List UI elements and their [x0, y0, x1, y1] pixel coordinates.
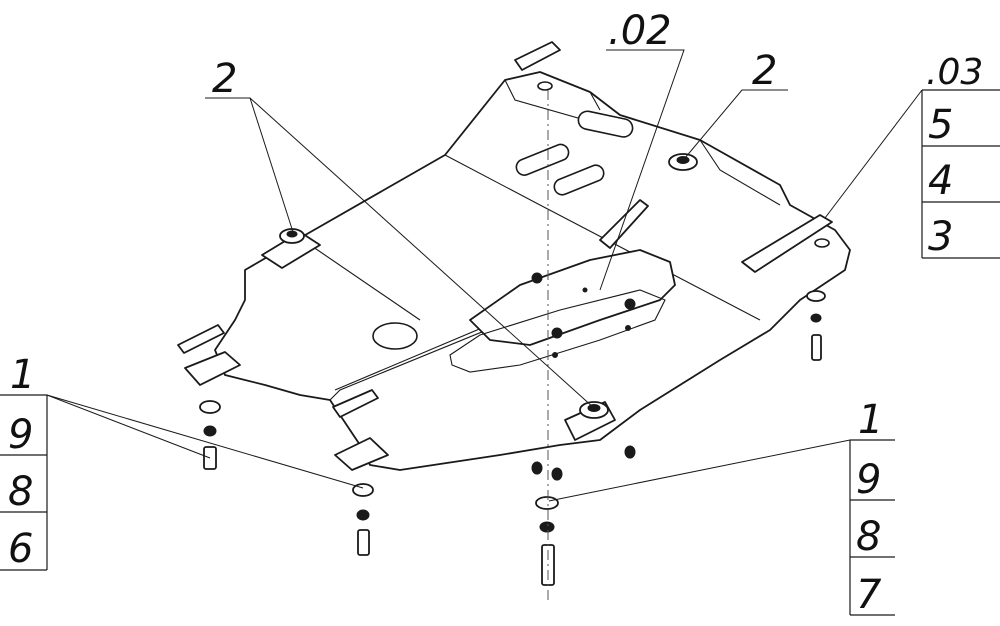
callout-part-4: 4 [928, 158, 953, 204]
callout-part-3: 3 [928, 214, 953, 260]
callout-table-bottom-right [849, 439, 895, 616]
callout-part-2-right: 2 [752, 48, 777, 94]
washer-icon [199, 290, 826, 533]
callout-bottom-part-8: 8 [856, 514, 881, 560]
callout-left-part-9: 9 [8, 412, 33, 458]
callout-bottom-part-7: 7 [856, 572, 882, 618]
callout-left-part-6: 6 [8, 526, 33, 572]
callout-03: .03 [926, 52, 983, 93]
callout-part-2-left: 2 [212, 56, 237, 102]
callout-part-5: 5 [928, 102, 953, 148]
callout-bottom-part-9: 9 [856, 457, 881, 503]
callout-table-right [921, 89, 1000, 259]
callout-left-part-8: 8 [8, 469, 33, 515]
callout-02: .02 [608, 8, 672, 54]
callout-bottom-part-1: 1 [858, 397, 883, 443]
nut-icon [279, 153, 698, 481]
mounting-bracket-icon [177, 41, 616, 471]
skid-plate-assembly-icon [214, 71, 851, 471]
callout-left-part-1: 1 [10, 352, 35, 398]
callout-table-left [0, 394, 48, 571]
